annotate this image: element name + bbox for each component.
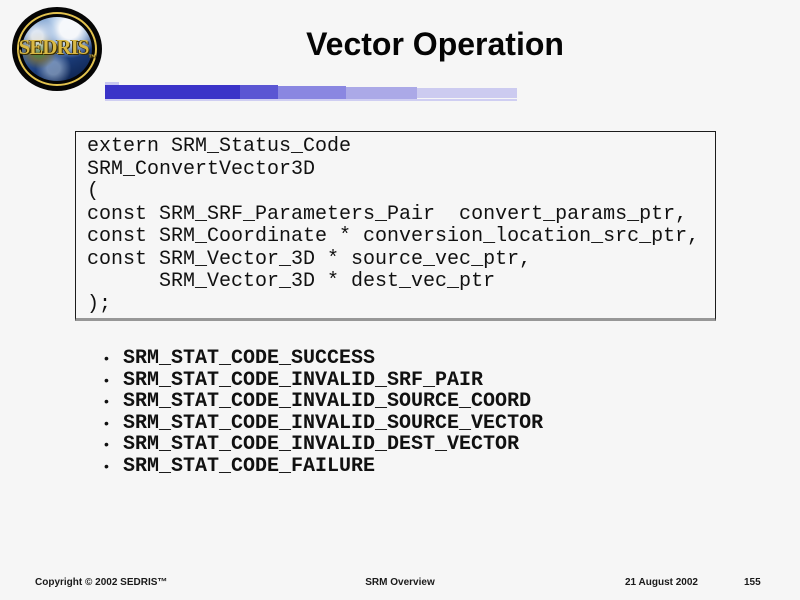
footer-date: 21 August 2002 <box>625 577 698 588</box>
bullet-icon: • <box>104 457 109 474</box>
divider-segment <box>346 86 417 99</box>
list-item: • SRM_STAT_CODE_INVALID_SOURCE_VECTOR <box>104 411 544 435</box>
status-code-list: • SRM_STAT_CODE_SUCCESS • SRM_STAT_CODE_… <box>104 347 544 478</box>
code-line: const SRM_Coordinate * conversion_locati… <box>87 225 700 248</box>
footer-copyright: Copyright © 2002 SEDRIS™ <box>35 577 168 588</box>
code-box: extern SRM_Status_Code SRM_ConvertVector… <box>75 131 716 321</box>
footer-page-number: 155 <box>744 577 761 588</box>
code-line: const SRM_Vector_3D * source_vec_ptr, <box>87 247 532 271</box>
list-item: • SRM_STAT_CODE_INVALID_SRF_PAIR <box>104 368 543 392</box>
list-item-label: SRM_STAT_CODE_INVALID_DEST_VECTOR <box>123 433 520 457</box>
divider-accent-tick <box>105 82 119 85</box>
bullet-icon: • <box>104 393 109 410</box>
divider-gradient-bar <box>105 85 517 100</box>
list-item-label: SRM_STAT_CODE_INVALID_SOURCE_VECTOR <box>123 411 544 435</box>
logo-gold-ring <box>17 12 97 86</box>
bullet-icon: • <box>104 414 109 431</box>
divider-segment <box>278 86 346 99</box>
list-item-label: SRM_STAT_CODE_FAILURE <box>123 454 376 478</box>
list-item: • SRM_STAT_CODE_INVALID_DEST_VECTOR <box>104 433 543 457</box>
divider-segment <box>417 87 517 98</box>
list-item: • SRM_STAT_CODE_FAILURE <box>104 454 543 478</box>
logo-wordmark-text: SEDRIS <box>18 34 90 59</box>
bullet-icon: • <box>104 436 109 453</box>
logo-wordmark: SEDRIS™ <box>12 35 102 61</box>
list-item-label: SRM_STAT_CODE_INVALID_SRF_PAIR <box>123 368 484 392</box>
list-item: • SRM_STAT_CODE_INVALID_SOURCE_COORD <box>104 390 543 414</box>
divider-segment <box>240 85 278 100</box>
divider-underline <box>105 99 517 101</box>
page-title: Vector Operation <box>306 26 564 62</box>
code-line: SRM_Vector_3D * dest_vec_ptr <box>87 270 496 293</box>
code-line: ( <box>87 180 100 203</box>
list-item-label: SRM_STAT_CODE_SUCCESS <box>123 347 376 370</box>
list-item: • SRM_STAT_CODE_SUCCESS <box>104 347 543 370</box>
divider-segment <box>105 85 240 100</box>
sedris-logo: SEDRIS™ <box>12 7 102 91</box>
bullet-icon: • <box>104 350 109 366</box>
trademark-symbol: ™ <box>88 53 96 62</box>
code-line: extern SRM_Status_Code <box>87 135 352 158</box>
code-line: ); <box>87 292 112 316</box>
code-line: const SRM_SRF_Parameters_Pair convert_pa… <box>87 202 688 226</box>
bullet-icon: • <box>104 371 109 388</box>
code-line: SRM_ConvertVector3D <box>87 157 316 181</box>
footer-deck-title: SRM Overview <box>365 577 435 588</box>
list-item-label: SRM_STAT_CODE_INVALID_SOURCE_COORD <box>123 390 532 414</box>
